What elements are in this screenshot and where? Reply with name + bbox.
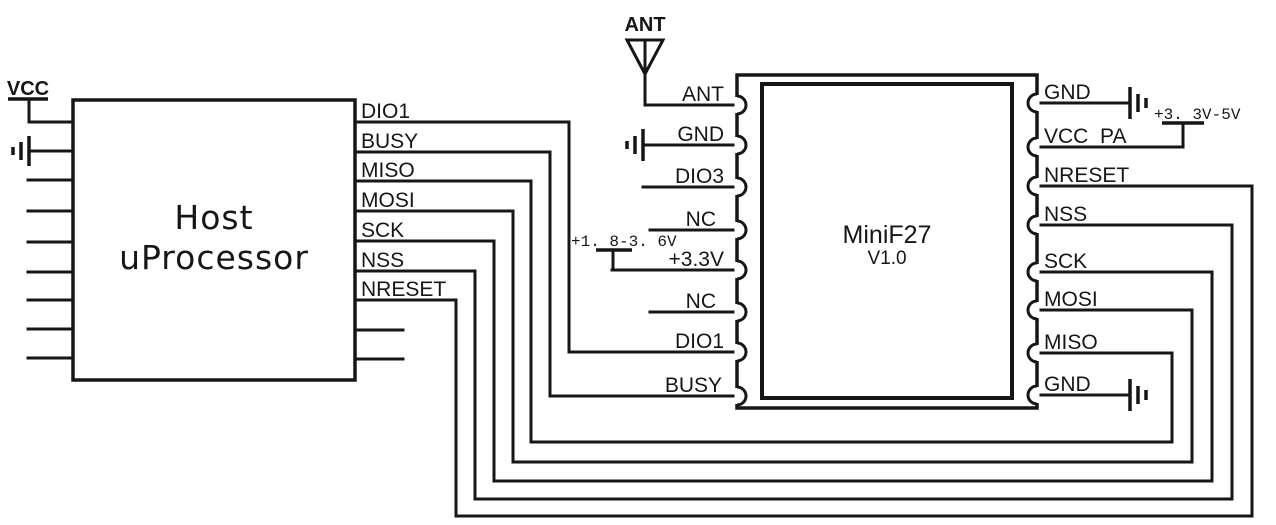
module-pin-label-3v3: +3.3V [669, 248, 724, 271]
host-title-line2: uProcessor [119, 238, 309, 277]
module-pin-label-nc1: NC [686, 208, 716, 231]
host-pin-label-busy: BUSY [361, 130, 418, 153]
module-pin-label-gnd-topright: GND [1044, 81, 1091, 104]
wire-nreset [353, 184, 1254, 518]
module-version: V1.0 [867, 248, 906, 269]
wire-dio1 [353, 120, 739, 354]
module-pin-label-ant: ANT [682, 83, 724, 106]
module-pin-label-dio3: DIO3 [675, 165, 724, 188]
module-pin-label-nc2: NC [686, 290, 716, 313]
module-pin-label-gnd-bottomright: GND [1044, 373, 1091, 396]
wire-miso [353, 179, 1174, 444]
ground-icon [1128, 379, 1148, 411]
module-pin-label-vcc-pa: VCC_PA [1044, 125, 1126, 148]
wire-vcc [27, 97, 75, 124]
host-left-stubs [26, 178, 75, 360]
module-name: MiniF27 [843, 221, 932, 249]
module-pin-label-mosi: MOSI [1044, 288, 1098, 311]
module-inner-box [760, 82, 1014, 400]
logic-supply-label: +1. 8-3. 6V [571, 233, 677, 251]
pa-supply-label: +3. 3V-5V [1154, 106, 1241, 124]
host-pin-label-dio1: DIO1 [361, 100, 410, 123]
host-pin-label-mosi: MOSI [361, 189, 415, 212]
antenna-net-label: ANT [624, 14, 665, 36]
host-title-line1: Host [174, 198, 253, 237]
module-pin-label-gnd-left: GND [677, 123, 724, 146]
host-pin-label-miso: MISO [361, 159, 415, 182]
host-pin-label-nss: NSS [361, 249, 404, 272]
antenna-icon [624, 38, 739, 107]
host-pin-label-nreset: NRESET [361, 278, 446, 301]
host-pin-label-sck: SCK [361, 219, 404, 242]
module-left-pin-bumps [734, 94, 748, 407]
module-pin-label-nreset: NRESET [1044, 164, 1129, 187]
wire-nss [353, 223, 1234, 501]
wire-mosi [353, 209, 1194, 464]
vcc-net-label: VCC [7, 78, 49, 100]
module-pin-label-sck: SCK [1044, 250, 1087, 273]
host-right-stubs [353, 328, 405, 361]
module-right-pin-bumps [1026, 92, 1040, 406]
wire-sck [353, 239, 1214, 483]
ground-icon [625, 129, 645, 161]
module-pin-label-nss: NSS [1044, 203, 1087, 226]
module-pin-label-busy: BUSY [665, 374, 722, 397]
host-box [71, 98, 357, 382]
module-pin-label-dio1: DIO1 [675, 330, 724, 353]
ground-icon [11, 136, 31, 166]
wire-busy [353, 150, 739, 398]
module-pin-label-miso: MISO [1044, 331, 1098, 354]
ground-icon [1128, 87, 1148, 119]
